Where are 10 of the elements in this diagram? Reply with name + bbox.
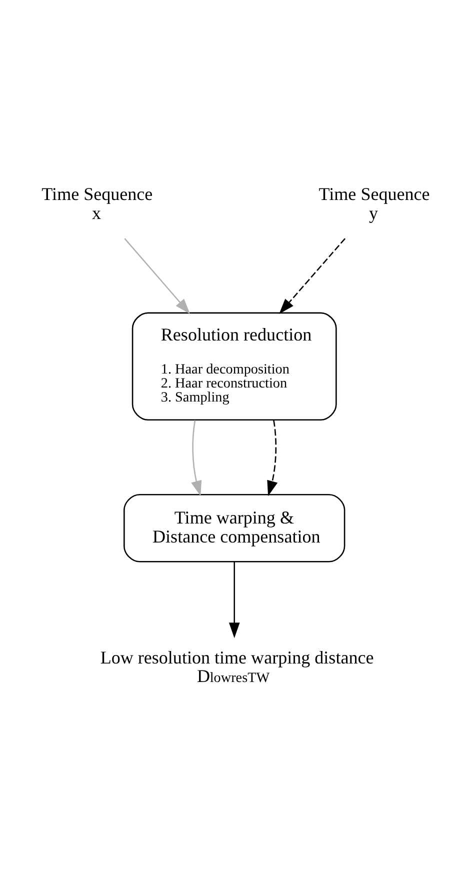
arrow — [279, 238, 346, 314]
arrow — [267, 420, 278, 496]
arrow — [124, 238, 190, 314]
node-text: Time Sequence x⃗ — [42, 184, 153, 224]
arrow — [228, 562, 240, 638]
arrow — [191, 420, 202, 496]
node-text: Time Sequence y⃗ — [318, 184, 430, 224]
node-text: Low resolution time warping distance DlowresTW — [100, 648, 374, 686]
node-box: Time warping & Distance compensation — [124, 494, 346, 562]
node-box: Resolution reduction 1. Haar decomposition 2. Haar reconstruction 3. Sampling — [132, 312, 337, 421]
